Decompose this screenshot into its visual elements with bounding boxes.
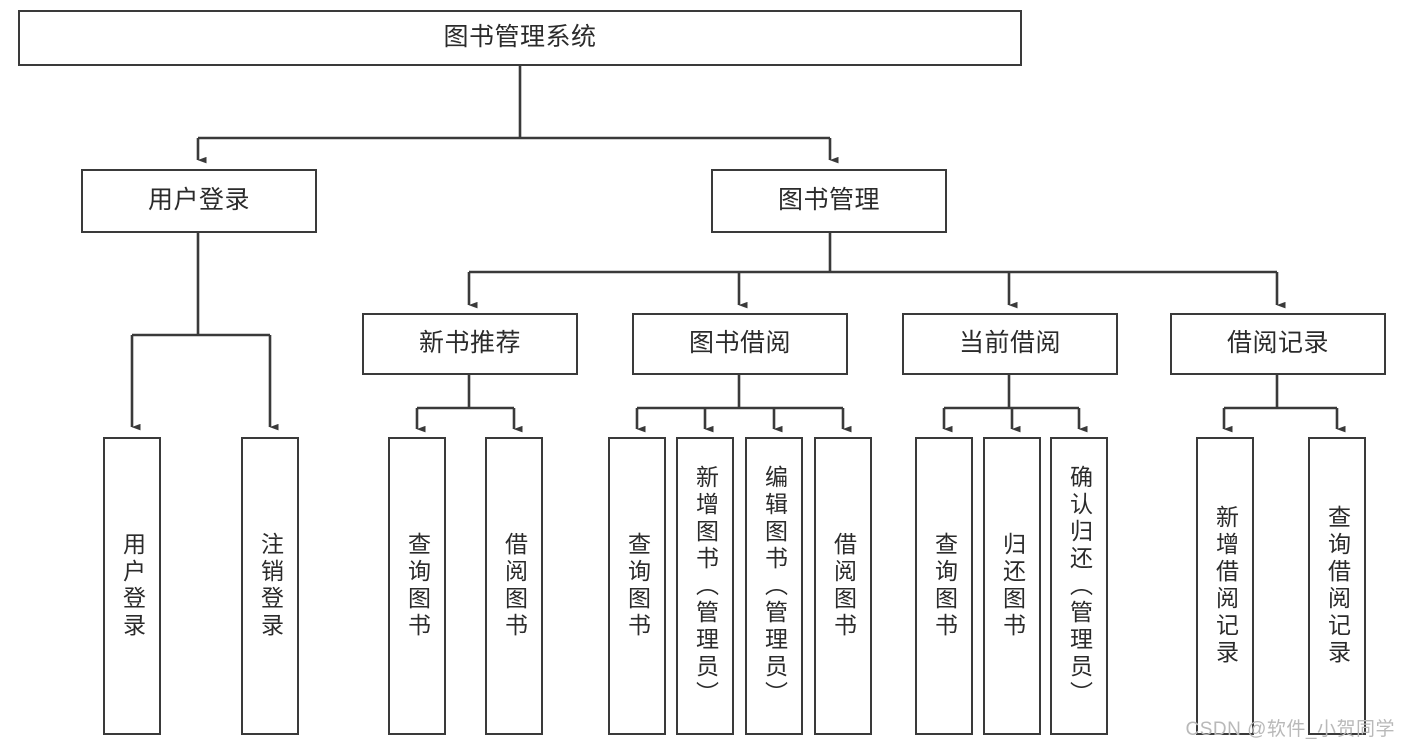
node-leaf-borrow-edit-book-label: 编辑图书（管理员） (761, 464, 788, 708)
node-leaf-borrow-add-book-label: 新增图书（管理员） (692, 464, 719, 708)
node-leaf-current-confirm-return[interactable]: 确认归还（管理员） (1050, 437, 1108, 735)
csdn-watermark: CSDN @软件_小贺同学 (1185, 719, 1395, 740)
node-leaf-current-confirm-return-label: 确认归还（管理员） (1066, 464, 1093, 708)
node-book-manage-label: 图书管理 (777, 186, 880, 215)
node-root[interactable]: 图书管理系统 (18, 10, 1022, 66)
node-leaf-borrow-edit-book[interactable]: 编辑图书（管理员） (745, 437, 803, 735)
node-new-book-recommend-label: 新书推荐 (418, 329, 521, 358)
node-leaf-record-add[interactable]: 新增借阅记录 (1196, 437, 1254, 735)
node-leaf-record-add-label: 新增借阅记录 (1212, 505, 1239, 667)
node-leaf-recommend-query-book-label: 查询图书 (404, 532, 431, 640)
node-current-borrow[interactable]: 当前借阅 (902, 313, 1118, 375)
node-leaf-record-query-label: 查询借阅记录 (1324, 505, 1351, 667)
node-leaf-borrow-query-book[interactable]: 查询图书 (608, 437, 666, 735)
node-leaf-borrow-query-book-label: 查询图书 (624, 532, 651, 640)
node-borrow-record-label: 借阅记录 (1226, 329, 1329, 358)
node-leaf-recommend-query-book[interactable]: 查询图书 (388, 437, 446, 735)
node-leaf-current-query-book[interactable]: 查询图书 (915, 437, 973, 735)
node-new-book-recommend[interactable]: 新书推荐 (362, 313, 578, 375)
node-user-login[interactable]: 用户登录 (81, 169, 317, 233)
node-leaf-user-login[interactable]: 用户登录 (103, 437, 161, 735)
node-leaf-borrow-add-book[interactable]: 新增图书（管理员） (676, 437, 734, 735)
node-current-borrow-label: 当前借阅 (958, 329, 1061, 358)
node-leaf-current-query-book-label: 查询图书 (931, 532, 958, 640)
node-leaf-logout-label: 注销登录 (257, 532, 284, 640)
node-leaf-logout[interactable]: 注销登录 (241, 437, 299, 735)
node-leaf-current-return-book-label: 归还图书 (999, 532, 1026, 640)
node-leaf-current-return-book[interactable]: 归还图书 (983, 437, 1041, 735)
node-borrow-record[interactable]: 借阅记录 (1170, 313, 1386, 375)
node-leaf-borrow-borrow-book-label: 借阅图书 (830, 532, 857, 640)
node-book-borrow[interactable]: 图书借阅 (632, 313, 848, 375)
node-leaf-record-query[interactable]: 查询借阅记录 (1308, 437, 1366, 735)
node-book-manage[interactable]: 图书管理 (711, 169, 947, 233)
node-root-label: 图书管理系统 (443, 23, 597, 52)
node-leaf-borrow-borrow-book[interactable]: 借阅图书 (814, 437, 872, 735)
node-leaf-recommend-borrow-book-label: 借阅图书 (501, 532, 528, 640)
node-book-borrow-label: 图书借阅 (688, 329, 791, 358)
node-user-login-label: 用户登录 (147, 186, 250, 215)
node-leaf-user-login-label: 用户登录 (119, 532, 146, 640)
node-leaf-recommend-borrow-book[interactable]: 借阅图书 (485, 437, 543, 735)
